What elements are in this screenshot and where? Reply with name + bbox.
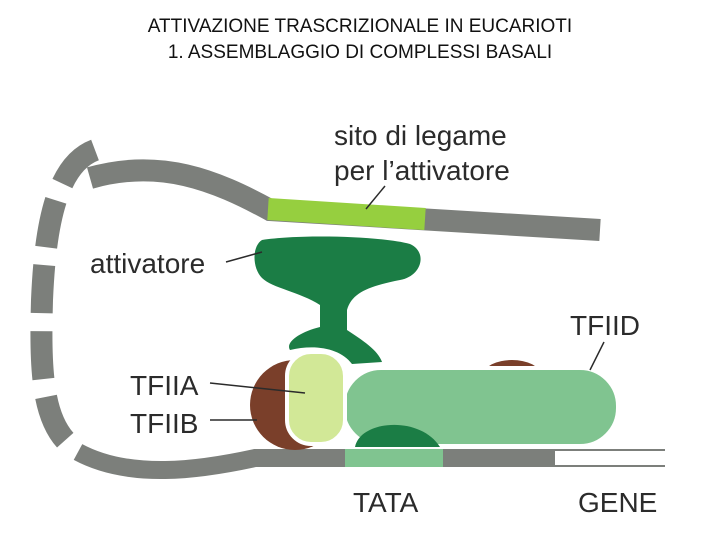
tfiia-label: TFIIA <box>130 370 199 401</box>
tata-label: TATA <box>353 487 419 518</box>
activator-protein <box>254 236 421 364</box>
tfiid-label: TFIID <box>570 310 640 341</box>
tata-box <box>345 449 443 467</box>
tfiib-label: TFIIB <box>130 408 198 439</box>
tfiia-protein <box>285 350 347 446</box>
title-line-2: 1. ASSEMBLAGGIO DI COMPLESSI BASALI <box>167 42 553 63</box>
dna-upper-strand <box>86 159 601 241</box>
tfiia-leader <box>209 382 306 394</box>
activator-leader <box>225 251 263 263</box>
gene-label: GENE <box>578 487 657 518</box>
binding-site <box>267 198 426 230</box>
dna-loop-dashed <box>30 139 100 454</box>
tfiid-leader <box>589 341 605 371</box>
gene-region <box>555 451 670 465</box>
tfiid-dark-subunit <box>355 424 440 447</box>
title-line-1: ATTIVAZIONE TRASCRIZIONALE IN EUCARIOTI <box>147 16 573 37</box>
dna-lower-strand <box>73 443 665 479</box>
binding-site-label-line1: sito di legame <box>334 120 507 151</box>
activator-label: attivatore <box>90 248 205 279</box>
binding-site-leader <box>365 185 386 210</box>
binding-site-label-line2: per l’attivatore <box>334 155 510 186</box>
